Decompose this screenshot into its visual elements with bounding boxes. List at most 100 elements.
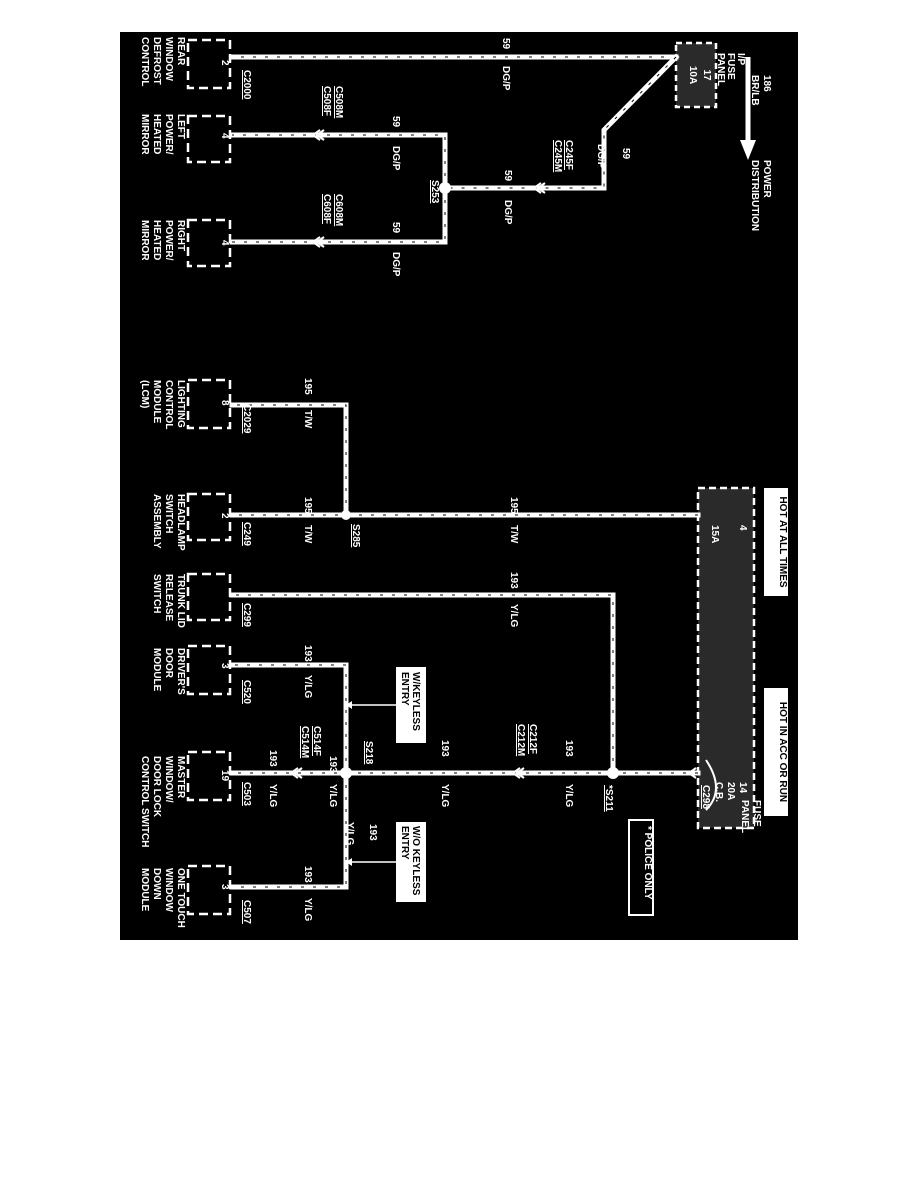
connector-c212m: C212M xyxy=(515,724,526,756)
without-keyless-entry-box xyxy=(396,822,426,902)
component-name-line-2: DOOR xyxy=(163,648,174,679)
fuse-17-number: 17 xyxy=(701,69,712,81)
fuse-14-rating: 20A xyxy=(725,782,736,800)
with-keyless-label-1: W/KEYLESS xyxy=(410,672,421,731)
component-name-line-3: SWITCH xyxy=(151,574,162,613)
component-name-line-2: RELEASE xyxy=(163,574,174,622)
component-name-line-1: LEFT xyxy=(175,114,186,139)
fuse-4-number: 4 xyxy=(737,525,748,531)
component-name-line-3: MODULE xyxy=(151,380,162,424)
without-keyless-label-2: ENTRY xyxy=(399,826,410,860)
connector-c298-symbol xyxy=(687,767,697,779)
splice-s253-label: S253 xyxy=(429,180,440,204)
wire-59-color-b: DG/P xyxy=(595,144,606,169)
fuse-panel-bottom-label-2: FUSE xyxy=(751,800,762,827)
wire-59-number-c: 59 xyxy=(502,170,513,182)
wire-59-color-d: DG/P xyxy=(390,146,401,171)
fuse-panel-top-label-3: PANEL xyxy=(715,53,726,86)
power-distribution-label-1: POWER xyxy=(761,160,772,199)
wire-193-number-b: 193 xyxy=(563,740,574,757)
police-only-label: * POLICE ONLY xyxy=(642,826,653,900)
pin-2: 2 xyxy=(219,60,230,66)
splice-s285-label: S285 xyxy=(350,524,361,548)
connector-c503: C503 xyxy=(241,782,252,806)
component-name-line-4: MODULE xyxy=(139,868,150,912)
wire-59-color-e: DG/P xyxy=(390,252,401,277)
component-name-line-4: CONTROL SWITCH xyxy=(139,756,150,847)
power-distribution-arrow xyxy=(740,140,756,160)
wire-59-color-c: DG/P xyxy=(502,200,513,225)
wire-193-number-a: 193 xyxy=(508,572,519,589)
component-name-line-1: LIGHTING xyxy=(175,380,186,428)
wire-193-color-b: Y/LG xyxy=(563,784,574,808)
wire-193-number-c: 193 xyxy=(439,740,450,757)
hot-at-all-times-label: HOT AT ALL TIMES xyxy=(777,496,788,587)
component-name-line-2: POWER/ xyxy=(163,220,174,261)
component-name-line-2: POWER/ xyxy=(163,114,174,155)
hot-in-acc-box xyxy=(764,688,788,816)
fuse-panel-bottom-label-3: PANEL xyxy=(739,800,750,833)
component-name-line-3: HEATED xyxy=(151,220,162,260)
splice-s211-label: *S211 xyxy=(603,785,614,812)
wire-195-color-b: T/W xyxy=(302,410,313,429)
wire-193-number-h: 193 xyxy=(302,866,313,883)
component-name-line-2: SWITCH xyxy=(163,494,174,533)
connector-c298: C298 xyxy=(700,785,711,809)
component-left-power-heated-mirror: 4 LEFT POWER/ HEATED MIRROR xyxy=(139,114,232,164)
component-name-line-2: CONTROL xyxy=(163,380,174,429)
component-rear-window-defrost: 2 C2000 REAR WINDOW DEFROST CONTROL xyxy=(139,37,252,100)
power-distribution-label-2: DISTRIBUTION xyxy=(749,160,760,231)
fuse-panel-bottom-label-1: I/P xyxy=(763,800,774,813)
wire-59-number-e: 59 xyxy=(390,222,401,234)
police-only-box xyxy=(628,819,654,916)
pin-2: 2 xyxy=(219,513,230,519)
with-keyless-entry-box xyxy=(396,667,426,743)
wire-195-number-a: 195 xyxy=(508,497,519,514)
fuse-panel-top-label-1: I/P xyxy=(735,53,746,66)
wire-59-number-a: 59 xyxy=(500,38,511,50)
fuse-panel-top-label-2: FUSE xyxy=(725,53,736,80)
wire-193-number-g: 193 xyxy=(367,824,378,841)
wire-193-color-e: Y/LG xyxy=(327,784,338,808)
component-name-line-2: WINDOW/ xyxy=(163,756,174,803)
fuse-panel-bottom xyxy=(696,486,756,830)
component-name-line-1: DRIVER'S xyxy=(175,648,186,695)
connector-c2000: C2000 xyxy=(241,70,252,100)
component-name-line-1: REAR xyxy=(175,37,186,66)
wire-186-color: BR/LB xyxy=(749,75,760,106)
connector-c245m: C245M xyxy=(552,140,563,172)
fuse-14-type: C.B. xyxy=(713,782,724,802)
component-name-line-3: DOOR LOCK xyxy=(151,756,162,818)
component-name-line-3: MODULE xyxy=(151,648,162,692)
connector-c245f: C245F xyxy=(563,140,574,170)
with-keyless-label-2: ENTRY xyxy=(399,672,410,706)
connector-c245-symbol xyxy=(532,182,546,194)
splice-s218-label: S218 xyxy=(363,741,374,765)
wire-193-number-e: 193 xyxy=(327,756,338,773)
connector-c2029: C2029 xyxy=(241,404,252,434)
connector-c608f: C608F xyxy=(321,194,332,224)
component-name-line-3: DEFROST xyxy=(151,37,162,85)
wire-195-color-a: T/W xyxy=(508,525,519,544)
fuse-panel-top xyxy=(674,41,718,109)
connector-c249: C249 xyxy=(241,522,252,546)
connector-c514-symbol xyxy=(289,767,303,779)
component-trunk-lid-release-switch: C299 TRUNK LID RELEASE SWITCH xyxy=(151,572,252,628)
connector-c299: C299 xyxy=(241,603,252,627)
wire-193-color-h: Y/LG xyxy=(302,898,313,922)
wire-195-color-c: T/W xyxy=(302,525,313,544)
wire-59-to-right-mirror xyxy=(229,185,448,245)
diagram-background xyxy=(120,32,798,940)
pin-19: 19 xyxy=(219,770,230,782)
component-name-line-2: WINDOW xyxy=(163,868,174,912)
wire-193-color-a: Y/LG xyxy=(508,604,519,628)
component-name-line-4: MIRROR xyxy=(139,220,150,261)
component-name-line-2: WINDOW xyxy=(163,37,174,81)
wire-193-color-d: Y/LG xyxy=(302,675,313,699)
connector-c514f: C514F xyxy=(311,726,322,756)
component-name-line-1: MASTER xyxy=(175,756,186,799)
component-name-line-3: ASSEMBLY xyxy=(151,494,162,549)
pin-3: 3 xyxy=(219,663,230,669)
component-right-power-heated-mirror: 4 RIGHT POWER/ HEATED MIRROR xyxy=(139,218,232,268)
connector-c508m: C508M xyxy=(333,86,344,118)
